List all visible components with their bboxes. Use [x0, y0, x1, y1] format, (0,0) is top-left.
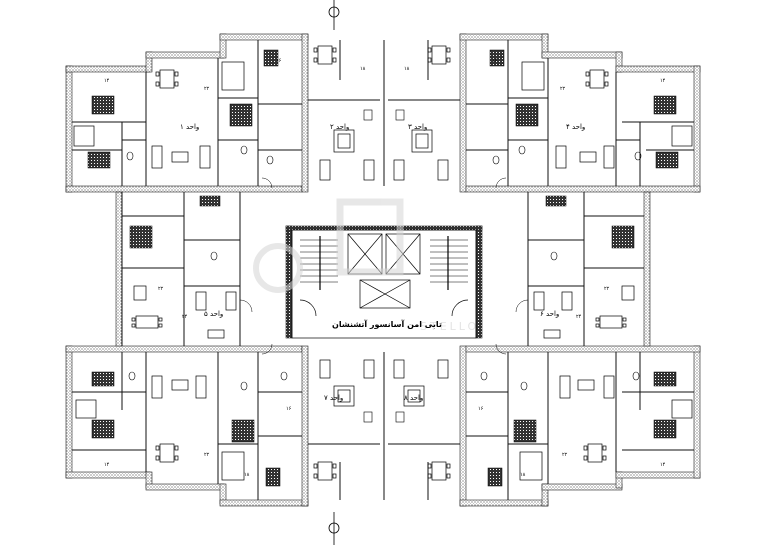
room-tag: ۲۲: [204, 452, 210, 458]
unit-label-1: واحد ۱: [180, 123, 199, 131]
furniture: [73, 45, 693, 481]
unit-label-4: واحد ۴: [566, 123, 585, 131]
room-tag: ۲۲: [560, 86, 566, 92]
unit-label-7: واحد ۷: [324, 394, 343, 402]
room-tag: ۱۴: [104, 462, 110, 468]
bathroom-tiles: [87, 49, 679, 487]
section-markers: [328, 0, 340, 545]
room-tag: ۲۴: [576, 314, 582, 320]
room-tags: ۱۶ ۱۶ ۱۴ ۱۴ ۲۲ ۲۲ ۱۸ ۱۸ ۲۲ ۲۲ ۲۴ ۲۴ ۱۶ ۱…: [104, 58, 666, 478]
door-swings: [239, 177, 529, 355]
outer-walls: [65, 33, 701, 507]
room-tag: ۲۲: [204, 86, 210, 92]
room-tag: ۲۴: [182, 314, 188, 320]
unit-labels: واحد ۱ واحد ۲ واحد ۳ واحد ۴ واحد ۵ واحد …: [180, 123, 585, 402]
room-tag: ۱۶: [276, 58, 282, 64]
room-tag: ۱۴: [660, 462, 666, 468]
interior-walls: [72, 40, 694, 500]
unit-label-5: واحد ۵: [204, 310, 223, 318]
room-tag: ۱۴: [104, 78, 110, 84]
room-tag: ۱۸: [520, 472, 526, 478]
room-tag: ۱۸: [360, 66, 366, 72]
room-tag: ۱۶: [492, 58, 498, 64]
room-tag: ۱۶: [286, 406, 292, 412]
sanitary-fixtures: [126, 109, 642, 423]
room-tag: ۲۲: [604, 286, 610, 292]
room-tag: ۱۸: [404, 66, 410, 72]
unit-label-6: واحد ۶: [540, 310, 559, 318]
room-tag: ۱۸: [244, 472, 250, 478]
core-label: تابی امن آسانسور آتشنشان: [332, 319, 442, 329]
unit-label-3: واحد ۳: [408, 123, 427, 131]
unit-label-2: واحد ۲: [330, 123, 349, 131]
watermark: STELLO: [253, 198, 479, 333]
room-tag: ۲۲: [158, 286, 164, 292]
room-tag: ۱۴: [660, 78, 666, 84]
watermark-text: STELLO: [420, 320, 479, 333]
room-tag: ۲۲: [562, 452, 568, 458]
unit-label-8: واحد ۸: [404, 394, 423, 402]
room-tag: ۱۶: [478, 406, 484, 412]
